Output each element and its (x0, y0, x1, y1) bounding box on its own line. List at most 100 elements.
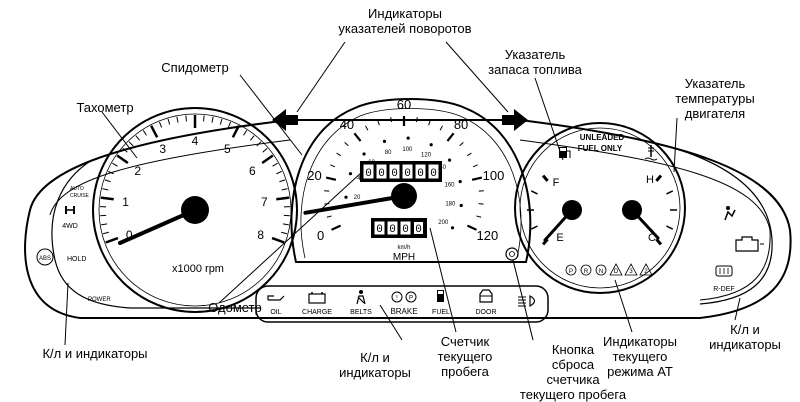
kmh-tick (348, 172, 353, 176)
mph-tick (365, 125, 369, 131)
speedometer-needle (303, 194, 406, 215)
tach-tick (122, 147, 128, 153)
warning-lamp-label: BRAKE (390, 307, 417, 316)
kmh-scale-label: 100 (402, 147, 413, 153)
kmh-tick (429, 143, 433, 147)
right-indicator-panel: R-DEF (713, 206, 764, 293)
at-indicator-label: R (584, 269, 589, 275)
leader-lines (64, 41, 741, 346)
rear-defrost-label: R-DEF (713, 286, 734, 293)
seatbelt-icon (359, 290, 363, 294)
kmh-tick (382, 139, 387, 143)
tach-tick (276, 196, 290, 201)
svg-text:!: ! (396, 296, 398, 302)
tach-tick (219, 118, 223, 125)
at-indicator-frame (609, 263, 623, 276)
tachometer-unit: x1000 rpm (172, 263, 224, 275)
warning-lamp-label: CHARGE (302, 309, 332, 316)
mph-tick (390, 117, 393, 123)
mph-scale-label: 60 (397, 97, 411, 112)
odometer-digit-box (402, 164, 413, 179)
fuel-empty-label: E (556, 232, 563, 244)
temp-hub (622, 200, 642, 220)
odometer-digit: 0 (417, 168, 424, 180)
trip-reset-knob[interactable] (505, 247, 519, 261)
mph-tick (472, 164, 478, 168)
warning-lamp-label: DOOR (476, 309, 497, 316)
tach-tick (102, 231, 109, 235)
at-indicator-frame (580, 264, 592, 276)
tach-tick (227, 121, 232, 128)
tach-tick (128, 141, 134, 147)
temp-tick (666, 190, 674, 195)
fuel-pump-icon (559, 147, 571, 158)
temp-tick (655, 174, 663, 182)
tach-tick (250, 135, 255, 141)
tach-scale-label: 3 (159, 142, 166, 156)
mph-tick (415, 117, 418, 123)
fuel-tick (541, 174, 549, 182)
tach-tick (176, 116, 179, 123)
tach-tick (256, 141, 262, 147)
abs-icon: ABS (36, 248, 54, 266)
auto-cruise-label-line1: AUTO (70, 186, 84, 192)
mph-tick (439, 125, 443, 131)
mph-tick (326, 215, 332, 218)
temperature-icon (644, 145, 658, 161)
kmh-scale-label: 120 (421, 152, 432, 158)
left-pod (51, 159, 260, 309)
tach-tick (211, 116, 214, 123)
at-indicator-label: P (569, 269, 573, 275)
trip-digit: 0 (415, 224, 422, 236)
tach-tick (108, 170, 114, 175)
right-pod (679, 149, 773, 305)
tach-scale-label: 6 (249, 164, 256, 178)
tach-scale-label: 7 (261, 195, 268, 209)
kmh-tick (447, 158, 452, 162)
mph-scale-label: 0 (317, 228, 324, 243)
at-indicator-label: 3 (629, 269, 633, 275)
mph-scale-label: 20 (307, 168, 321, 183)
tachometer-ticks (100, 115, 290, 244)
kmh-tick (458, 179, 462, 184)
tach-tick (276, 170, 282, 175)
temp-tick (655, 238, 663, 246)
mph-tick (330, 164, 336, 168)
warning-lamp-label: FUEL (432, 309, 450, 316)
odometer-digit-box (389, 164, 400, 179)
mph-tick (446, 132, 455, 142)
mph-tick (466, 224, 477, 231)
rear-defrost-icon (715, 265, 733, 277)
mph-tick (353, 132, 362, 142)
trip-digit-box (413, 221, 424, 235)
fuel-gauge-callout: Указатель запаса топлива (488, 47, 582, 77)
mph-tick (476, 215, 482, 218)
kmh-scale-label: 180 (445, 202, 456, 208)
warning-lamp-label: BELTS (350, 309, 372, 316)
abs-label: ABS (39, 256, 51, 262)
tach-tick (261, 154, 274, 164)
kmh-tick (344, 195, 348, 199)
kmh-unit: km/h (397, 245, 410, 251)
oil-can-icon (267, 295, 285, 301)
speedometer-callout: Спидометр (161, 60, 229, 75)
auto-cruise-label-line2: CRUISE (70, 193, 90, 199)
fourwd-icon (65, 206, 75, 214)
tach-tick (231, 125, 240, 138)
mph-tick (344, 142, 349, 147)
at-mode-callout: Индикаторы текущего режима АТ (603, 334, 677, 379)
tach-tick (116, 154, 129, 164)
at-indicator-label: N (599, 269, 603, 275)
odometer-digit: 0 (391, 168, 398, 180)
kmh-scale-label: 80 (385, 150, 392, 156)
tach-tick (203, 115, 205, 122)
mph-tick (377, 120, 380, 126)
odometer-digit-box (363, 164, 374, 179)
speed-unit: MPH (393, 252, 415, 263)
